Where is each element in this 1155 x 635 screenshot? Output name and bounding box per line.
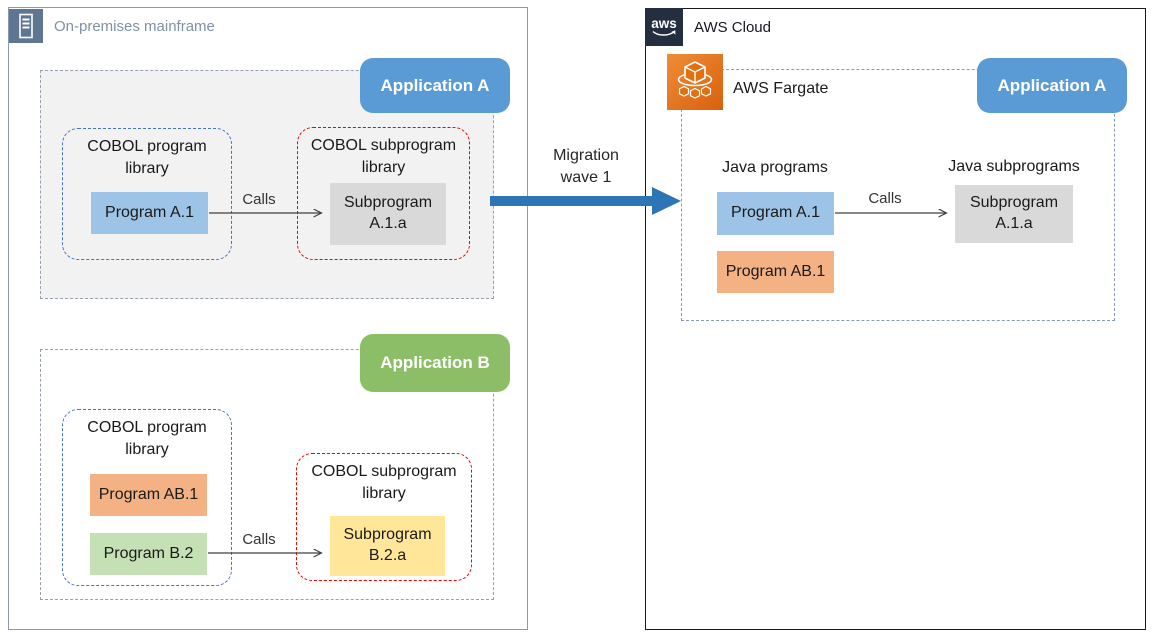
application-a-badge: Application A <box>360 58 510 113</box>
onprem-container <box>8 7 528 630</box>
program-ab1-box: Program AB.1 <box>90 474 207 516</box>
subprogram-a1a-box: Subprogram A.1.a <box>955 185 1073 243</box>
application-a-badge: Application A <box>977 58 1127 113</box>
program-b2-box: Program B.2 <box>90 533 207 575</box>
mainframe-icon <box>9 9 43 43</box>
aws-cloud-container <box>645 8 1146 630</box>
program-ab1-box: Program AB.1 <box>717 251 834 293</box>
aws-logo-text: aws <box>651 16 677 31</box>
onprem-title: On-premises mainframe <box>54 18 215 35</box>
java-programs-title: Java programs <box>722 159 828 176</box>
cobol-subprogram-library-b: COBOL subprogram library <box>296 453 472 581</box>
library-title: COBOL subprogram library <box>310 137 457 177</box>
application-a-box <box>40 70 494 299</box>
migration-arrow <box>490 187 681 215</box>
cobol-subprogram-library-a: COBOL subprogram library <box>297 127 470 260</box>
subprogram-b2a-box: Subprogram B.2.a <box>330 516 445 576</box>
calls-label: Calls <box>242 191 276 208</box>
calls-label: Calls <box>868 190 902 207</box>
program-a1-box: Program A.1 <box>91 192 208 234</box>
cobol-program-library-a: COBOL program library <box>62 128 232 260</box>
java-subprograms-title: Java subprograms <box>948 158 1080 175</box>
program-a1-box: Program A.1 <box>717 192 834 235</box>
aws-fargate-label: AWS Fargate <box>733 80 829 97</box>
migration-wave-label: Migration wave 1 <box>553 147 619 186</box>
cobol-program-library-b: COBOL program library <box>62 409 232 586</box>
library-title: COBOL subprogram library <box>311 463 457 503</box>
aws-logo-icon: aws <box>645 8 683 46</box>
application-b-box <box>40 349 494 600</box>
aws-fargate-icon <box>667 54 723 110</box>
calls-label: Calls <box>242 531 276 548</box>
subprogram-a1a-box: Subprogram A.1.a <box>330 183 446 245</box>
library-title: COBOL program library <box>87 419 207 459</box>
library-title: COBOL program library <box>87 138 207 178</box>
application-b-badge: Application B <box>360 334 510 392</box>
aws-cloud-title: AWS Cloud <box>694 19 771 36</box>
fargate-application-box <box>681 69 1115 321</box>
